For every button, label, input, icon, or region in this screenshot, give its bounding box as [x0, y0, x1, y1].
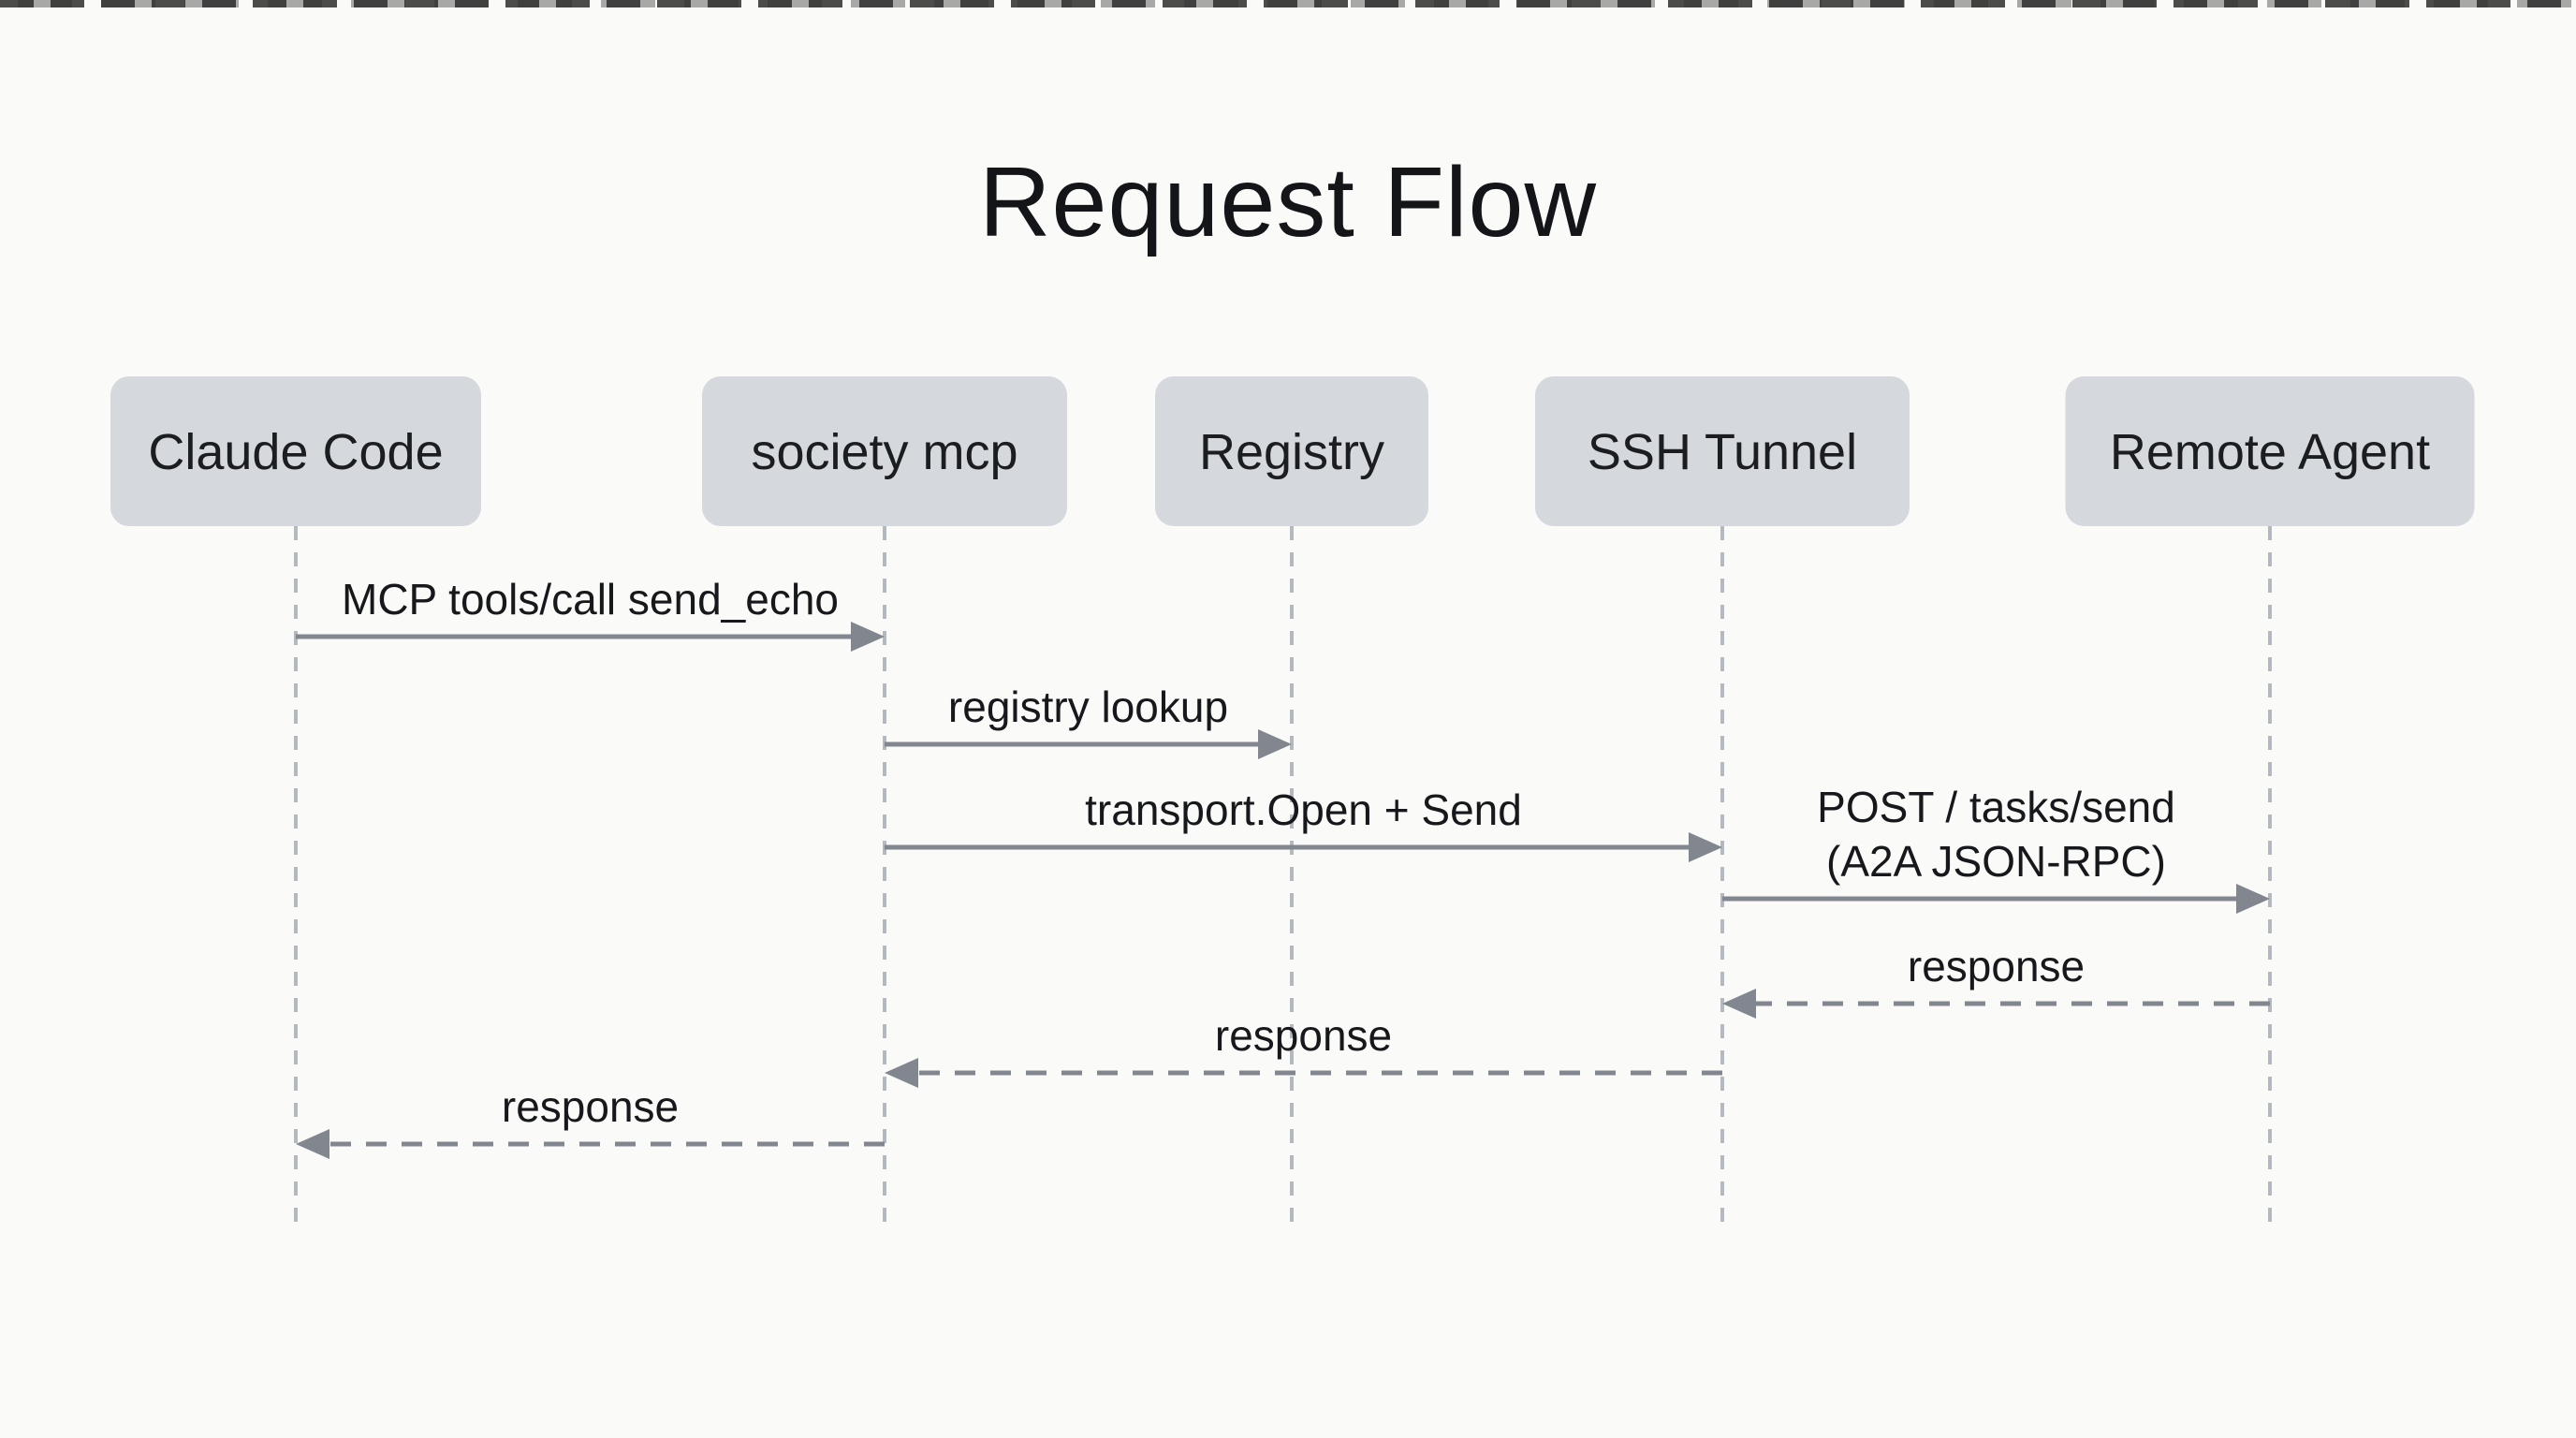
participant-registry: Registry	[1155, 376, 1428, 526]
torn-edge-artifact	[0, 0, 2576, 7]
participant-label-claude-code: Claude Code	[148, 424, 443, 480]
message-label: response	[1908, 942, 2085, 990]
participant-society-mcp: society mcp	[702, 376, 1067, 526]
participant-box-society-mcp	[702, 376, 1067, 526]
participant-box-ssh-tunnel	[1535, 376, 1910, 526]
participant-label-registry: Registry	[1199, 424, 1384, 480]
message-1: MCP tools/call send_echo	[296, 575, 885, 652]
message-label: (A2A JSON-RPC)	[1826, 837, 2166, 886]
message-label: response	[1215, 1011, 1392, 1060]
participant-box-registry	[1155, 376, 1428, 526]
message-7: response	[296, 1082, 885, 1159]
participant-label-ssh-tunnel: SSH Tunnel	[1588, 424, 1857, 480]
message-6: response	[885, 1011, 1722, 1088]
message-2: registry lookup	[885, 682, 1292, 759]
arrowhead	[1722, 989, 1756, 1019]
message-label: response	[502, 1082, 679, 1131]
arrowhead	[885, 1058, 918, 1088]
arrowhead	[1689, 832, 1722, 862]
message-5: response	[1722, 942, 2270, 1019]
arrowhead	[1258, 729, 1292, 759]
message-label: MCP tools/call send_echo	[342, 575, 839, 624]
diagram-title: Request Flow	[978, 147, 1598, 257]
participant-box-remote-agent	[2065, 376, 2475, 526]
participant-label-society-mcp: society mcp	[751, 424, 1017, 480]
participant-box-claude-code	[110, 376, 481, 526]
participant-remote-agent: Remote Agent	[2065, 376, 2475, 526]
arrowhead	[2236, 884, 2270, 914]
message-label: POST / tasks/send	[1817, 783, 2175, 831]
message-4: POST / tasks/send (A2A JSON-RPC)	[1722, 783, 2270, 914]
participant-ssh-tunnel: SSH Tunnel	[1535, 376, 1910, 526]
participant-claude-code: Claude Code	[110, 376, 481, 526]
arrowhead	[851, 622, 885, 652]
message-3: transport.Open + Send	[885, 785, 1722, 862]
message-label: registry lookup	[948, 682, 1228, 731]
arrowhead	[296, 1129, 329, 1159]
message-label: transport.Open + Send	[1085, 785, 1522, 834]
participant-label-remote-agent: Remote Agent	[2110, 424, 2430, 480]
